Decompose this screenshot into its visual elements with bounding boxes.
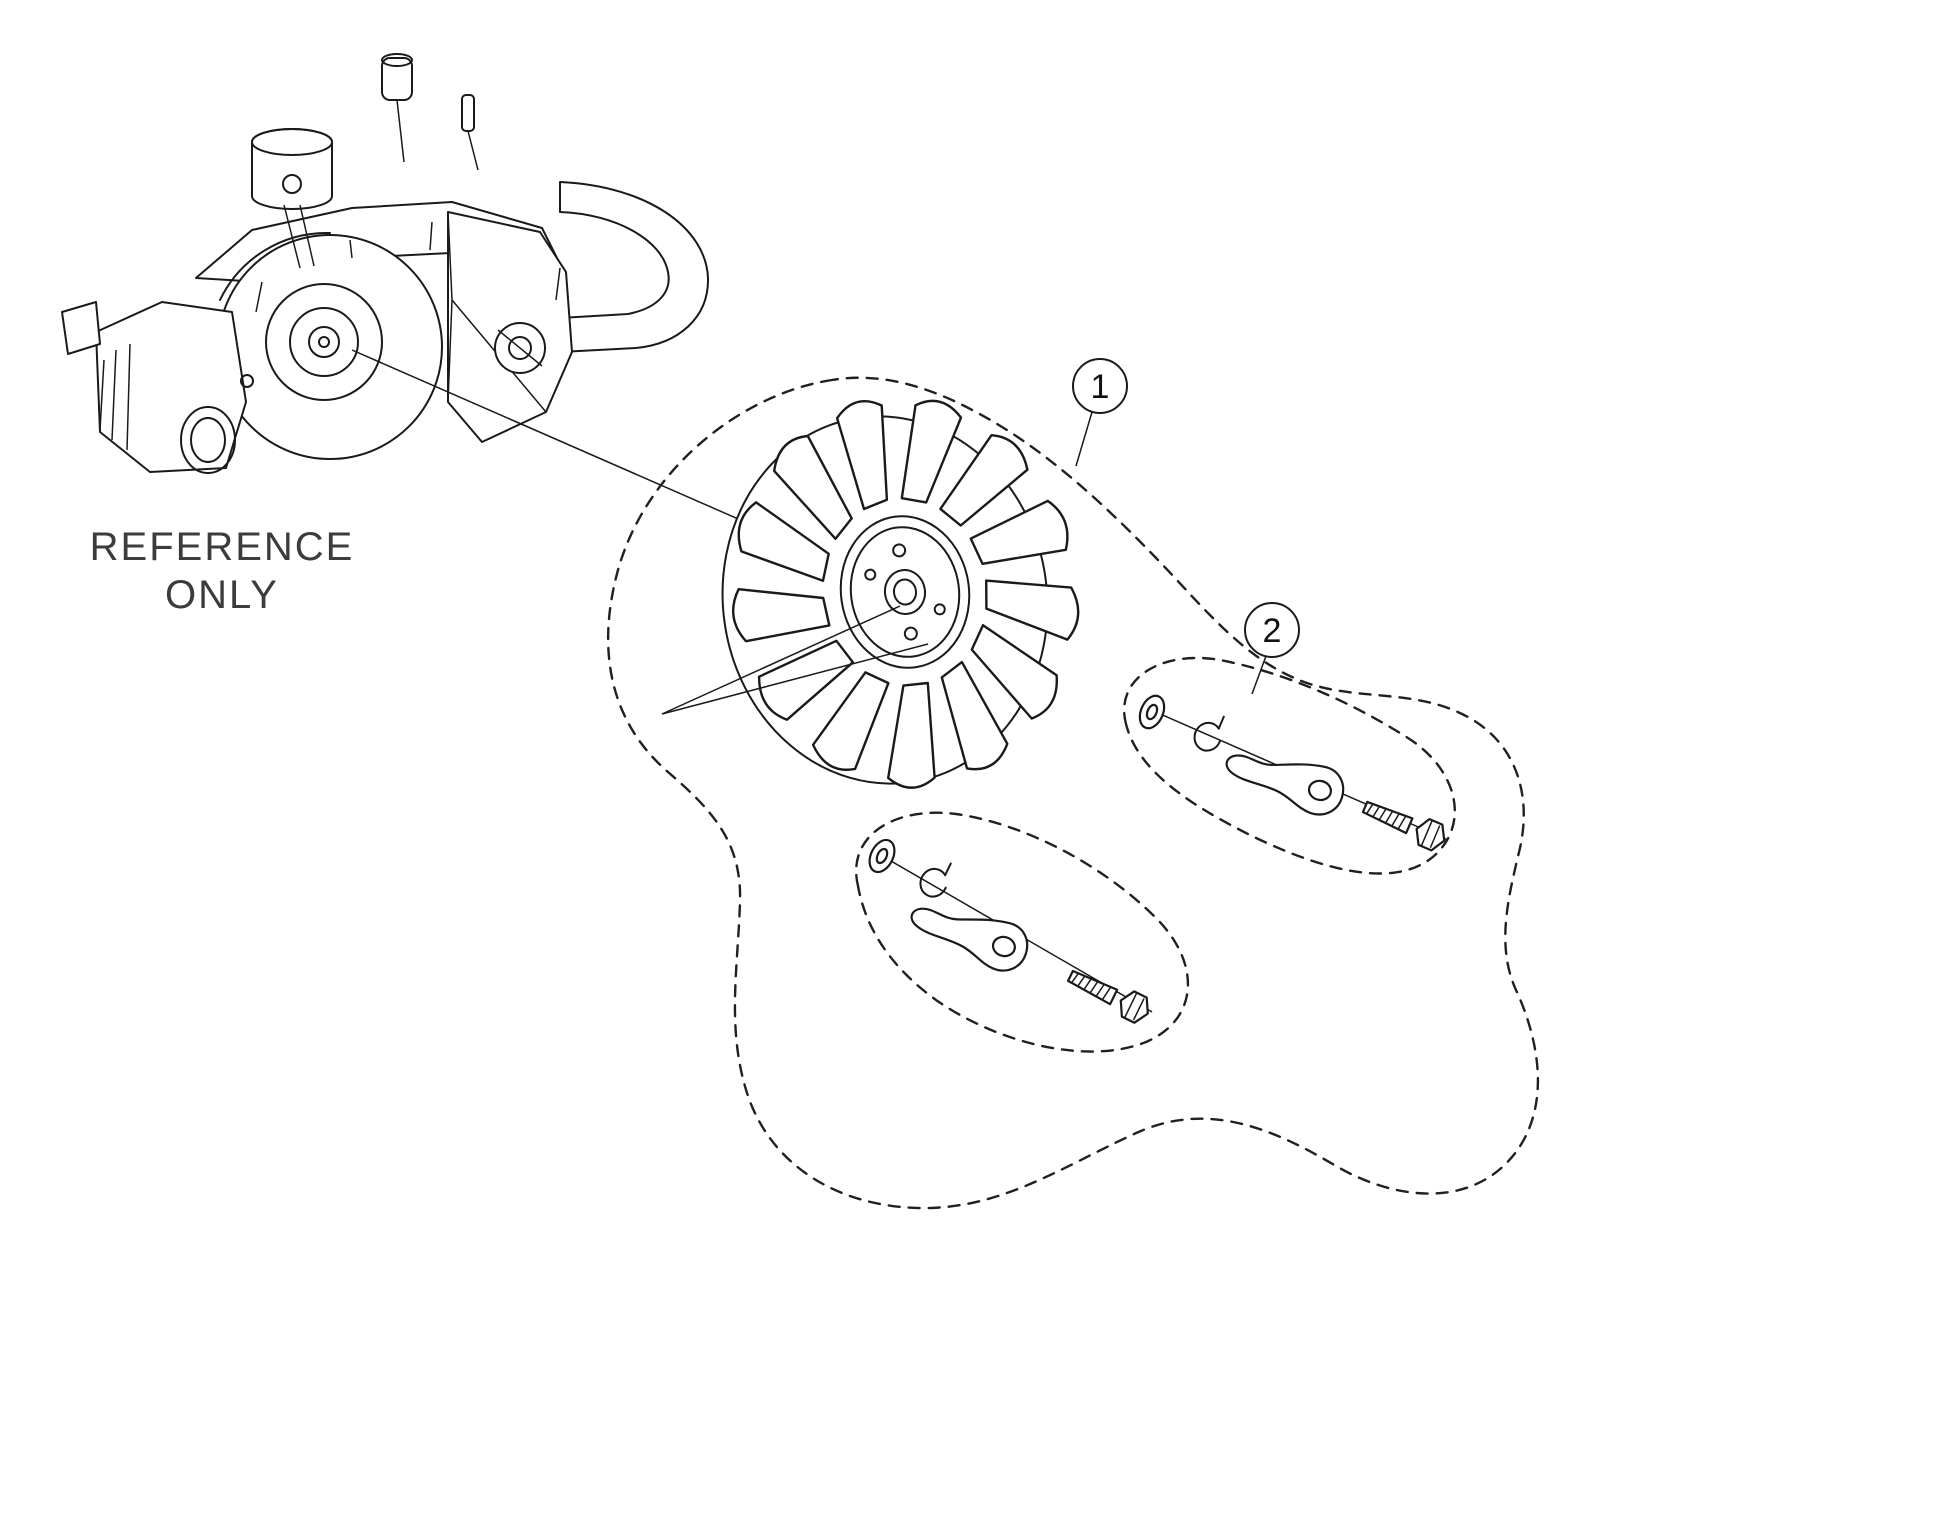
callout-2-circle [1244, 602, 1300, 658]
lower-starter-pawl [902, 898, 1034, 977]
pawl-kit-lower [863, 834, 1156, 1028]
flywheel-blade [887, 681, 936, 789]
flywheel-blade [970, 624, 1058, 720]
hub-to-parts-leader [661, 605, 929, 715]
flywheel-blade [737, 501, 830, 582]
lower-spring-clip [914, 853, 958, 903]
flywheel-opening-mid [289, 307, 359, 377]
reference-label-line1: REFERENCE [90, 525, 355, 569]
flywheel-blade [835, 400, 889, 511]
flywheel-blade [940, 660, 1009, 771]
flywheel-blades [731, 399, 1080, 789]
hub-plate-inner [849, 526, 961, 658]
upper-spring-clip [1189, 707, 1231, 756]
flywheel [721, 399, 1080, 789]
flywheel-blade [969, 499, 1069, 565]
assembly-boundary-1 [606, 376, 1540, 1210]
starter-grip-top [381, 53, 413, 67]
flywheel-blade [757, 639, 855, 721]
engine-detail-lines [255, 221, 561, 313]
engine-to-flywheel-leader [351, 349, 769, 533]
starter-rope [396, 99, 405, 163]
hub-hole-right [933, 603, 946, 616]
reference-label-line2: ONLY [165, 573, 279, 617]
muffler-box [95, 301, 247, 473]
fan-housing [217, 234, 443, 460]
rear-handle [559, 181, 710, 353]
flywheel-blade [985, 579, 1080, 641]
flywheel-opening-outer [265, 283, 383, 401]
assembly-boundary-2 [1123, 656, 1457, 875]
clutch-cover-boss-inner [508, 336, 532, 360]
choke-rod-stem [467, 130, 479, 171]
lower-flange-bolt [1063, 962, 1156, 1028]
reference-label: REFERENCE ONLY [90, 525, 355, 617]
wrist-pin [282, 174, 302, 194]
muffler-port-inner [190, 417, 226, 463]
hub-hole-bottom [903, 626, 918, 641]
choke-rod [461, 94, 475, 132]
piston-crown [251, 128, 333, 156]
callout-2-label: 2 [1263, 612, 1282, 650]
crank-stub [318, 336, 330, 348]
callout-1-circle [1072, 358, 1128, 414]
flywheel-blade [811, 671, 890, 771]
engine-reference-drawing [61, 53, 710, 474]
callout-2: 2 [1244, 602, 1300, 695]
upper-washer [1134, 690, 1170, 734]
volute-curve [219, 231, 331, 301]
callout-1-label: 1 [1091, 368, 1110, 406]
boss-slot [497, 329, 543, 367]
upper-starter-pawl [1219, 745, 1349, 821]
muffler-vents [99, 343, 131, 451]
piston [251, 128, 333, 210]
flywheel-blade [939, 434, 1029, 527]
hub-hole-top [892, 543, 907, 558]
pawl-kit-upper [1134, 690, 1451, 855]
callout-2-leader [1251, 655, 1267, 695]
flywheel-blade [900, 399, 963, 504]
case-screw [240, 374, 254, 388]
flywheel-blade [773, 434, 853, 540]
callout-1-leader [1075, 411, 1093, 467]
hub-center-boss [883, 569, 927, 615]
flywheel-hub [839, 515, 971, 669]
crank-stub-outer [308, 326, 340, 358]
pawl-kit-lower-boundary [855, 811, 1189, 1053]
muffler-port-outer [180, 406, 236, 474]
left-bracket [61, 301, 101, 355]
callout-1: 1 [1072, 358, 1128, 467]
upper-flange-bolt [1358, 793, 1451, 855]
flywheel-blade [731, 588, 831, 643]
hub-hole-left [864, 568, 877, 581]
lower-washer [863, 834, 901, 878]
connecting-rod [283, 204, 315, 269]
hub-center-bore [892, 578, 918, 606]
